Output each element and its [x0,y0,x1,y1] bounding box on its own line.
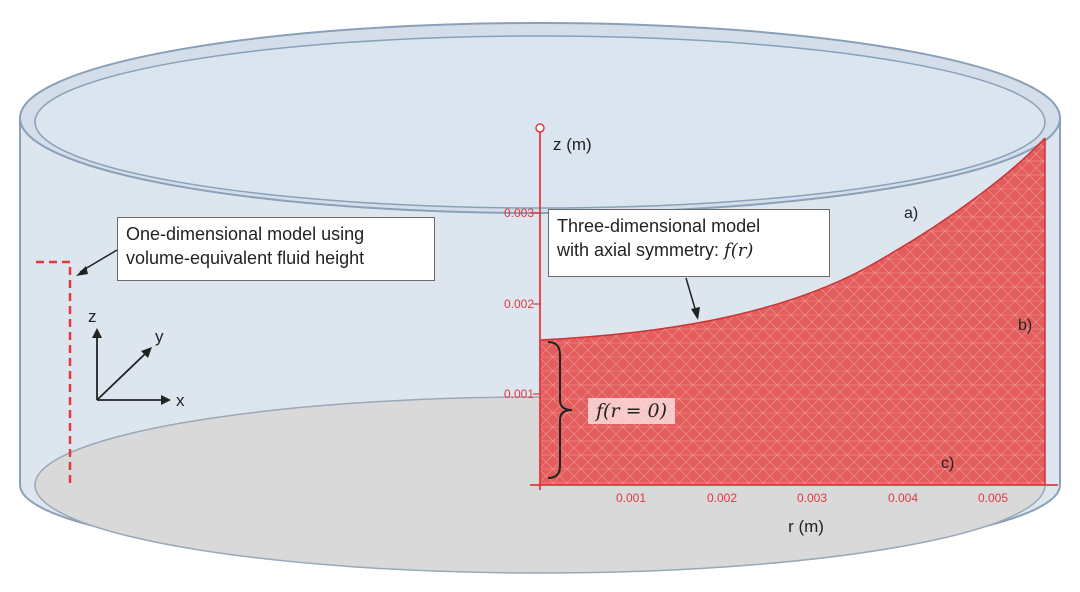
z-tick-group: 0.003 0.002 0.001 [504,206,540,401]
coordinate-triad [92,328,171,405]
z-axis-title: z (m) [553,135,592,154]
height-brace [547,341,573,479]
point-b-label: b) [1018,317,1032,334]
three-d-callout-arrowhead [691,307,700,320]
three-d-callout-line2: with axial symmetry: [557,240,725,260]
r-axis-title: r (m) [788,517,824,536]
axis-x-label: x [176,391,185,410]
r-tick-label: 0.003 [797,491,827,505]
z-tick-label: 0.002 [504,297,534,311]
z-tick-label: 0.003 [504,206,534,220]
z-axis-end-marker [535,123,545,133]
three-d-callout-line2-wrap: with axial symmetry: f(r) [557,238,821,263]
axis-z-label: z [88,307,97,326]
point-a-label: a) [904,205,918,222]
z-tick-label: 0.001 [504,387,534,401]
three-d-callout-line1: Three-dimensional model [557,216,761,236]
r-tick-label: 0.002 [707,491,737,505]
f-r0-label: f(r = 0) [588,398,676,424]
r-tick-label: 0.004 [888,491,918,505]
three-d-model-callout: Three-dimensional model with axial symme… [548,209,830,277]
r-tick-label: 0.001 [616,491,646,505]
one-d-model-callout: One-dimensional model using volume-equiv… [117,217,435,281]
axis-y-label: y [155,327,164,346]
one-d-callout-line1: One-dimensional model using [126,224,365,244]
three-d-callout-math: f(r) [724,240,754,261]
r-tick-label: 0.005 [978,491,1008,505]
free-surface-curve [539,137,1046,341]
r-tick-group: 0.001 0.002 0.003 0.004 0.005 [616,491,1008,505]
three-d-callout-pointer [685,277,697,313]
one-d-height-line [36,260,72,485]
point-c-label: c) [941,455,954,472]
one-d-callout-line2: volume-equivalent fluid height [126,248,365,268]
one-d-callout-arrowhead [76,266,88,276]
